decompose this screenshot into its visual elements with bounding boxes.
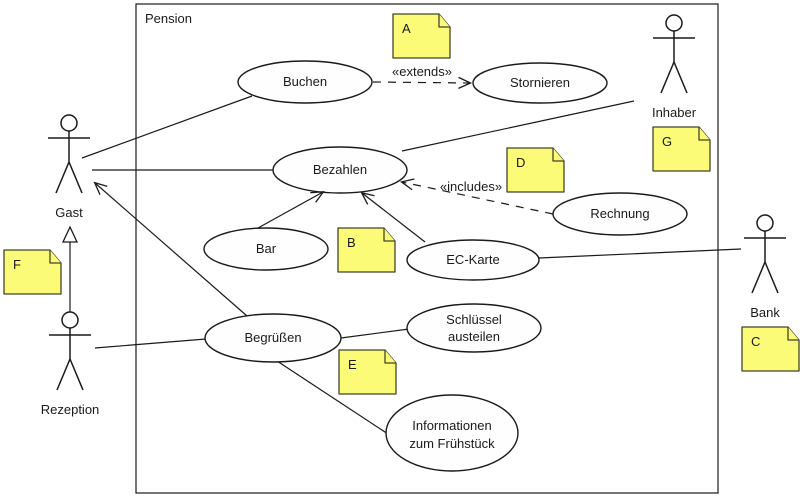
note-a-shape — [392, 13, 451, 59]
stereotype-extends-label: «extends» — [392, 64, 452, 79]
usecase-informationen-label-line2: zum Frühstück — [409, 436, 495, 451]
note-b-label: B — [347, 235, 356, 250]
actor-bank-leg-right — [764, 261, 779, 294]
note-g-shape — [652, 126, 711, 172]
actor-rezeption-leg-right — [69, 358, 84, 391]
usecase-bezahlen: Bezahlen — [272, 146, 408, 194]
usecase-rechnung-label: Rechnung — [590, 206, 649, 221]
actor-inhaber: Inhaber — [652, 14, 697, 120]
note-f-label: F — [13, 257, 21, 272]
note-a: A — [392, 13, 451, 59]
usecase-rechnung: Rechnung — [552, 192, 688, 236]
usecase-schluessel-label-line1: Schlüssel — [446, 312, 502, 327]
note-b-shape — [337, 227, 396, 273]
note-e-fold-icon — [384, 350, 396, 364]
usecase-schluessel-ellipse — [406, 303, 542, 353]
note-g-fold-icon — [698, 127, 710, 141]
actor-bank-leg-left — [751, 261, 766, 294]
edge-rechnung-bezahlen-includes — [399, 178, 554, 215]
associations — [61, 95, 742, 435]
actor-inhaber-head-icon — [665, 14, 683, 32]
usecase-bar-ellipse — [203, 227, 329, 271]
note-c-label: C — [751, 334, 760, 349]
edge-eckarte-bezahlen-arrow — [360, 191, 426, 243]
actors: Gast Rezeption Inhaber Bank — [41, 14, 786, 417]
usecase-bar: Bar — [203, 227, 329, 271]
edge-begruessen-gast-arrow — [93, 181, 248, 317]
note-e-shape — [338, 349, 397, 395]
actor-rezeption-label: Rezeption — [41, 402, 100, 417]
usecase-buchen-label: Buchen — [283, 74, 327, 89]
note-e: E — [338, 349, 397, 395]
actor-gast-leg-right — [68, 161, 83, 194]
usecase-bezahlen-ellipse — [272, 146, 408, 194]
usecase-bezahlen-label: Bezahlen — [313, 162, 367, 177]
generalization-triangle-icon — [61, 225, 79, 243]
edge-gast-buchen — [81, 95, 253, 159]
usecase-informationen-label-line1: Informationen — [412, 418, 492, 433]
note-f: F — [3, 249, 62, 295]
usecase-begruessen-ellipse — [204, 313, 342, 363]
usecase-ec-karte-ellipse — [406, 239, 540, 281]
system-boundary-label: Pension — [145, 11, 192, 26]
note-c-fold-icon — [787, 327, 799, 341]
edge-buchen-stornieren-extends — [372, 76, 473, 89]
edge-rezeption-begruessen — [94, 338, 207, 349]
note-d-shape — [506, 147, 565, 193]
usecase-ec-karte: EC-Karte — [406, 239, 540, 281]
usecase-buchen: Buchen — [237, 60, 373, 104]
note-g-label: G — [662, 134, 672, 149]
note-f-fold-icon — [49, 250, 61, 264]
usecase-schluessel-austeilen: Schlüssel austeilen — [406, 303, 542, 353]
usecase-stornieren-label: Stornieren — [510, 75, 570, 90]
actor-gast-label: Gast — [55, 205, 83, 220]
actor-rezeption: Rezeption — [41, 311, 100, 417]
note-d-label: D — [516, 155, 525, 170]
usecase-begruessen: Begrüßen — [204, 313, 342, 363]
actor-gast: Gast — [48, 114, 90, 220]
note-e-label: E — [348, 357, 357, 372]
note-c-shape — [741, 326, 800, 372]
note-f-shape — [3, 249, 62, 295]
note-b: B — [337, 227, 396, 273]
actor-rezeption-head-icon — [61, 311, 79, 329]
actor-inhaber-label: Inhaber — [652, 105, 697, 120]
note-d-fold-icon — [552, 148, 564, 162]
actor-gast-head-icon — [60, 114, 78, 132]
note-d: D — [506, 147, 565, 193]
usecase-buchen-ellipse — [237, 60, 373, 104]
usecase-stornieren-ellipse — [472, 62, 608, 104]
relations: «extends» «includes» — [257, 64, 554, 243]
usecase-begruessen-label: Begrüßen — [244, 330, 301, 345]
actor-rezeption-leg-left — [56, 358, 71, 391]
edge-bar-bezahlen-arrow — [257, 191, 325, 229]
edge-inhaber-bezahlen — [401, 100, 635, 152]
actor-inhaber-leg-right — [673, 61, 688, 94]
note-a-label: A — [402, 21, 411, 36]
note-b-fold-icon — [383, 228, 395, 242]
actor-inhaber-leg-left — [660, 61, 675, 94]
note-c: C — [741, 326, 800, 372]
usecase-schluessel-label-line2: austeilen — [448, 329, 500, 344]
usecase-bar-label: Bar — [256, 241, 277, 256]
usecase-stornieren: Stornieren — [472, 62, 608, 104]
usecase-ec-karte-label: EC-Karte — [446, 252, 499, 267]
usecase-informationen-ellipse — [385, 394, 519, 472]
actor-bank: Bank — [744, 214, 786, 320]
stereotype-includes-label: «includes» — [440, 179, 502, 194]
usecase-informationen: Informationen zum Frühstück — [385, 394, 519, 472]
note-g: G — [652, 126, 711, 172]
edge-eckarte-bank — [538, 248, 742, 259]
actor-bank-label: Bank — [750, 305, 780, 320]
notes: A B C D E F G — [3, 13, 800, 395]
actor-gast-leg-left — [55, 161, 70, 194]
note-a-fold-icon — [438, 14, 450, 28]
edge-begruessen-informationen — [276, 360, 389, 435]
usecases: Buchen Stornieren Bezahlen Bar Rechnung … — [203, 60, 688, 472]
actor-bank-head-icon — [756, 214, 774, 232]
edge-begruessen-schluessel — [340, 328, 410, 339]
